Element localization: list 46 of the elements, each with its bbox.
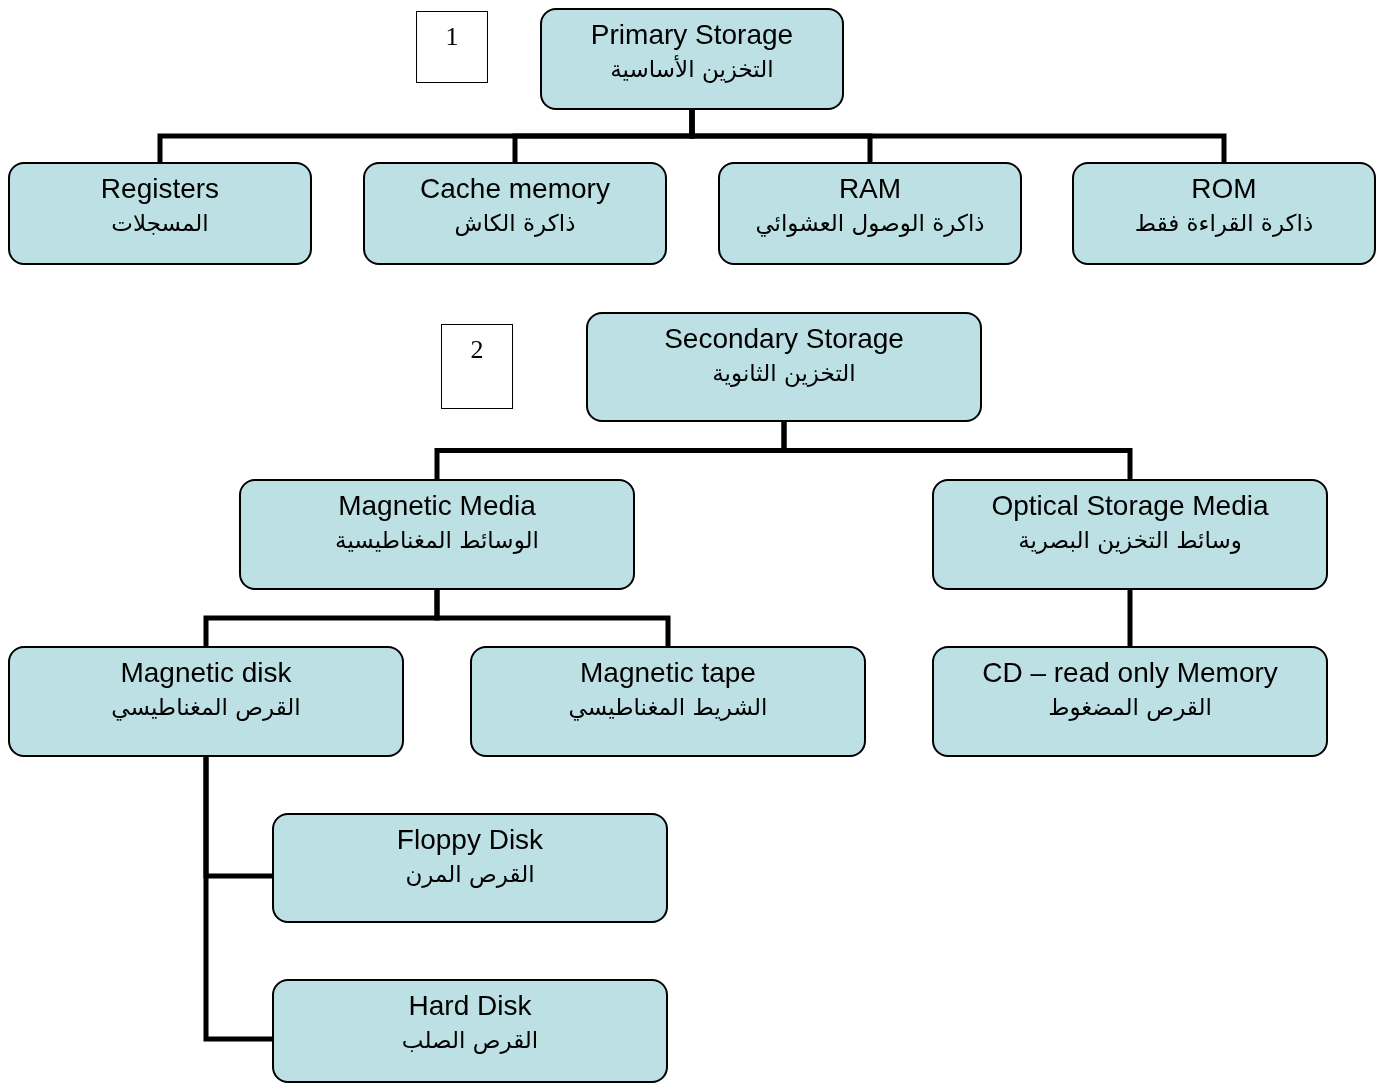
english-label: Secondary Storage (664, 322, 904, 356)
arabic-label: التخزين الثانوية (712, 359, 856, 389)
english-label: Magnetic Media (338, 489, 536, 523)
arabic-label: ذاكرة القراءة فقط (1134, 209, 1314, 239)
english-label: Cache memory (420, 172, 610, 206)
arabic-label: ذاكرة الوصول العشوائي (755, 209, 985, 239)
english-label: CD – read only Memory (982, 656, 1278, 690)
storage-box (8, 162, 312, 265)
arabic-label: القرص المغناطيسي (111, 693, 301, 723)
english-label: Registers (100, 172, 220, 206)
arabic-label: القرص المضغوط (1048, 693, 1212, 723)
english-label: Primary Storage (590, 18, 794, 52)
arabic-label: ذاكرة الكاش (454, 209, 576, 239)
connector-line (781, 422, 1133, 479)
storage-box (272, 813, 668, 923)
connector-line (434, 590, 671, 646)
english-label: Optical Storage Media (991, 489, 1269, 523)
storage-box (932, 479, 1328, 590)
number-box: 2 (441, 324, 513, 409)
arabic-label: الشريط المغناطيسي (568, 693, 768, 723)
english-label: Hard Disk (408, 989, 532, 1023)
storage-box (8, 646, 404, 757)
arabic-label: القرص المرن (405, 860, 535, 890)
english-label: Magnetic tape (580, 656, 756, 690)
connector-line (1127, 590, 1133, 646)
arabic-label: المسجلات (111, 209, 209, 238)
english-label: Magnetic disk (120, 656, 292, 690)
english-label: Floppy Disk (396, 823, 544, 857)
storage-box (718, 162, 1022, 265)
storage-box (1072, 162, 1376, 265)
storage-box (363, 162, 667, 265)
english-label: RAM (838, 172, 902, 206)
arabic-label: القرص الصلب (401, 1026, 539, 1056)
arabic-label: وسائط التخزين البصرية (1018, 526, 1242, 556)
storage-box (470, 646, 866, 757)
connector-line (689, 110, 1227, 162)
storage-box (932, 646, 1328, 757)
connector-line (203, 757, 272, 1042)
number-box: 1 (416, 11, 488, 83)
arabic-label: الوسائط المغناطيسية (335, 526, 539, 556)
storage-box (540, 8, 844, 110)
storage-box (586, 312, 982, 422)
storage-box (239, 479, 635, 590)
storage-box (272, 979, 668, 1083)
english-label: ROM (1191, 172, 1257, 206)
arabic-label: التخزين الأساسية (610, 54, 774, 85)
